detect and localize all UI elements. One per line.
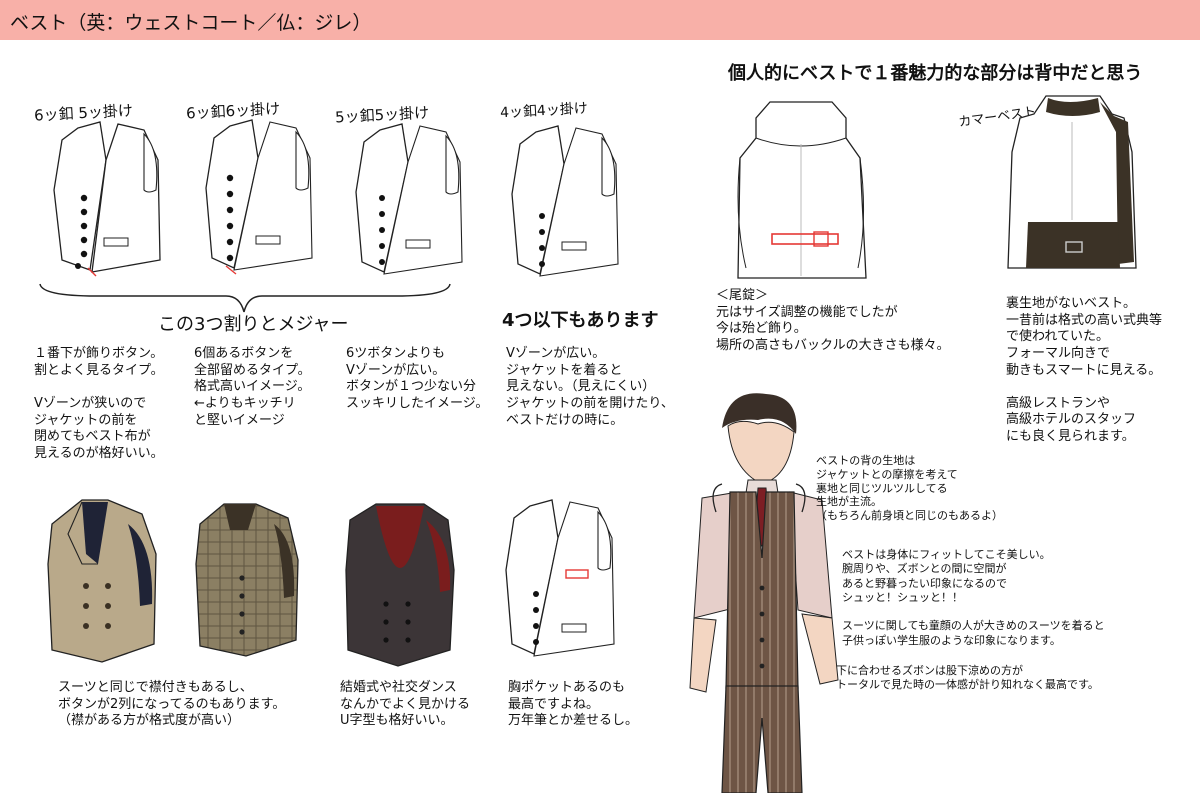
four-or-less-caption: 4つ以下もあります [502, 310, 659, 331]
strap-note: ＜尾錠＞ 元はサイズ調整の機能でしたが 今は殆ど飾り。 場所の高さもバックルの大… [716, 288, 950, 353]
vest-u-shape-illustration [340, 500, 460, 670]
brace-caption: この3つ割りとメジャー [158, 314, 349, 335]
back-section-title: 個人的にベストで１番魅力的な部分は背中だと思う [728, 63, 1143, 84]
vest-5-5-illustration [350, 122, 470, 282]
fit-note: ベストは身体にフィットしてこそ美しい。 腕周りや、ズボンとの間に空間が あると野… [842, 548, 1105, 647]
description-6-6: 6個あるボタンを 全部留めるタイプ。 格式高いイメージ。 ←よりもキッチリ と堅… [194, 346, 311, 428]
vest-back-strap-illustration [726, 98, 876, 288]
header-bar: ベスト（英：ウェストコート／仏：ジレ） [0, 0, 1200, 40]
cummerbund-note: 裏生地がないベスト。 一昔前は格式の高い式典等 で使われていた。 フォーマル向き… [1006, 296, 1163, 444]
man-in-vest-illustration [672, 388, 852, 793]
vest-plaid-collar-illustration [190, 500, 306, 660]
page-title: ベスト（英：ウェストコート／仏：ジレ） [10, 12, 372, 34]
vest-chest-pocket-illustration [500, 498, 624, 668]
description-6-5: １番下が飾りボタン。 割とよく見るタイプ。 Vゾーンが狭いので ジャケットの前を… [34, 346, 164, 461]
description-chest-pocket: 胸ポケットあるのも 最高ですよね。 万年筆とか差せるし。 [508, 680, 639, 729]
vest-double-breasted-illustration [42, 494, 164, 664]
trousers-note: 下に合わせるズボンは股下涼めの方が トータルで見た時の一体感が計り知れなく最高で… [836, 664, 1099, 692]
vest-4-4-illustration [506, 124, 626, 284]
description-double-breasted: スーツと同じで襟付きもあるし、 ボタンが2列になってるのもあります。 （襟がある… [58, 680, 286, 729]
variant-label-4-4: 4ッ釦4ッ掛け [499, 100, 589, 122]
cummerbund-vest-illustration [988, 92, 1158, 292]
grouping-brace [36, 282, 456, 318]
description-5-5: 6ツボタンよりも Vゾーンが広い。 ボタンが１つ少ない分 スッキリしたイメージ。 [346, 346, 489, 411]
lining-note: ベストの背の生地は ジャケットとの摩擦を考えて 裏地と同じツルツルしてる 生地が… [816, 454, 1003, 522]
description-u-shape: 結婚式や社交ダンス なんかでよく見かける U字型も格好いい。 [340, 680, 471, 729]
vest-6-5-illustration [48, 120, 168, 280]
description-4-4: Vゾーンが広い。 ジャケットを着ると 見えない。（見えにくい） ジャケットの前を… [506, 346, 674, 428]
vest-6-6-illustration [200, 118, 320, 278]
